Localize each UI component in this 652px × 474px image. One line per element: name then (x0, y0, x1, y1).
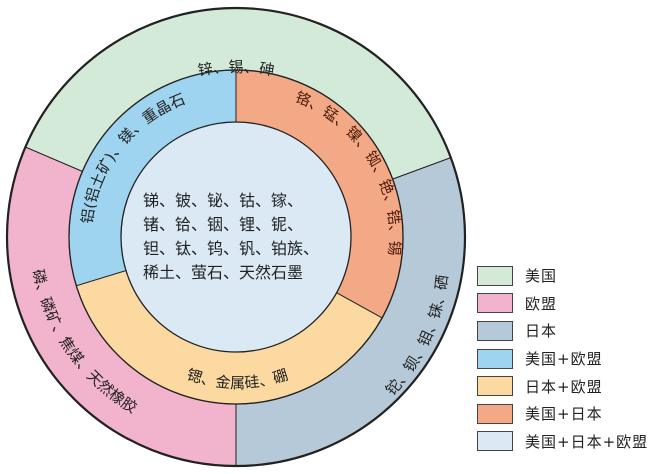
legend-swatch-all (477, 431, 513, 452)
legend-swatch-us-eu (477, 348, 513, 369)
legend-label: 美国+日本 (525, 405, 603, 424)
legend-swatch-jp-eu (477, 376, 513, 397)
center-line-1: 锑、铍、铋、钴、镓、 (143, 191, 303, 210)
legend-label: 美国 (525, 267, 558, 286)
center-line-3: 钽、钛、钨、钒、铂族、 (143, 239, 319, 258)
legend-item-all: 美国+日本+欧盟 (477, 428, 648, 456)
legend-label: 美国+欧盟 (525, 350, 603, 369)
legend-label: 欧盟 (525, 294, 558, 313)
legend-item-us-eu: 美国+欧盟 (477, 345, 648, 373)
center-line-4: 稀土、萤石、天然石墨 (143, 263, 303, 282)
outer-border (5, 6, 467, 468)
legend-swatch-us-jp (477, 403, 513, 424)
legend-swatch-us (477, 265, 513, 286)
legend-item-us: 美国 (477, 262, 648, 290)
legend-item-eu: 欧盟 (477, 290, 648, 318)
legend-item-jp: 日本 (477, 317, 648, 345)
legend-swatch-eu (477, 293, 513, 314)
legend-label: 日本+欧盟 (525, 377, 603, 396)
legend-label: 日本 (525, 322, 558, 341)
outer-us-label: 锌、锡、砷 (196, 58, 275, 79)
center-circle-all (120, 121, 352, 353)
legend-item-jp-eu: 日本+欧盟 (477, 372, 648, 400)
legend-item-us-jp: 美国+日本 (477, 400, 648, 428)
legend-swatch-jp (477, 320, 513, 341)
legend: 美国 欧盟 日本 美国+欧盟 日本+欧盟 美国+日本 美国+日本+欧盟 (477, 262, 648, 455)
center-line-2: 锗、铪、铟、锂、铌、 (143, 215, 303, 234)
legend-label: 美国+日本+欧盟 (525, 432, 649, 451)
